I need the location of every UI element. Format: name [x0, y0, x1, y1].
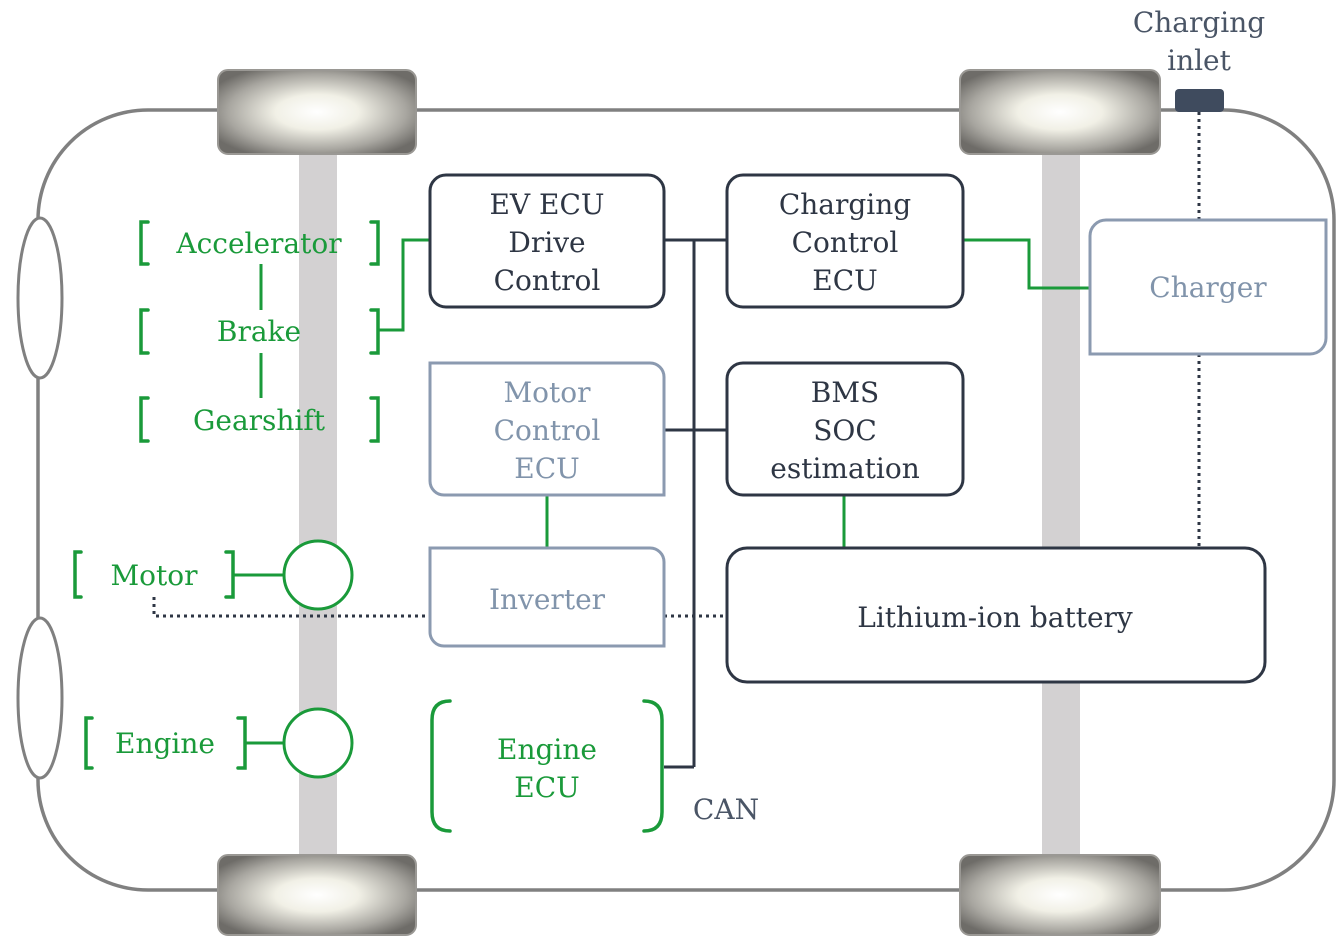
motor-circle: [282, 539, 354, 611]
brake-label: Brake: [217, 315, 301, 348]
inverter-label: Inverter: [489, 583, 606, 616]
motor-ecu-box: [428, 361, 666, 497]
car-body-outline: [36, 108, 1336, 892]
bms-line-3: estimation: [770, 452, 920, 485]
green-connections: [233, 238, 1090, 745]
ev-ecu-line-3: Control: [494, 264, 601, 297]
tire-rear-right: [959, 854, 1161, 936]
bracket-motor: [73, 550, 235, 599]
gearshift-label: Gearshift: [193, 404, 326, 437]
motor-ecu-line-2: Control: [494, 414, 601, 447]
accelerator-label: Accelerator: [175, 227, 342, 260]
tire-front-right: [959, 69, 1161, 155]
motor-label: Motor: [110, 559, 198, 592]
tire-rear-left: [217, 854, 417, 936]
bms-box: [725, 361, 965, 497]
charging-ecu-box: [725, 173, 965, 309]
engine-label: Engine: [115, 727, 215, 760]
engine-ecu-line-1: Engine: [497, 733, 597, 766]
engine-circle: [282, 707, 354, 779]
can-label: CAN: [693, 793, 759, 826]
engine-ecu-line-2: ECU: [514, 771, 579, 804]
left-mirror-upper: [16, 216, 64, 380]
ev-ecu-line-1: EV ECU: [489, 188, 604, 221]
motor-ecu-line-3: ECU: [514, 452, 579, 485]
charger-label: Charger: [1149, 271, 1267, 304]
charging-inlet-line-2: inlet: [1167, 44, 1232, 77]
ev-ecu-box: [428, 173, 666, 309]
charging-ecu-line-1: Charging: [779, 188, 911, 221]
ev-ecu-line-2: Drive: [508, 226, 585, 259]
battery-label: Lithium-ion battery: [857, 601, 1133, 634]
charging-inlet-plug: [1175, 89, 1224, 112]
can-bus: [664, 238, 727, 769]
charging-ecu-line-2: Control: [792, 226, 899, 259]
bms-line-1: BMS: [811, 376, 879, 409]
inverter-box: [428, 546, 666, 648]
bracket-gearshift: [139, 396, 380, 443]
bracket-brake: [139, 308, 380, 355]
charging-inlet-line-1: Charging: [1133, 6, 1265, 39]
right-axle: [1042, 150, 1080, 860]
charger-box: [1088, 218, 1328, 356]
bracket-accelerator: [139, 220, 380, 266]
bracket-engine: [84, 716, 247, 770]
charging-ecu-line-3: ECU: [812, 264, 877, 297]
tire-front-left: [217, 69, 417, 155]
motor-ecu-line-1: Motor: [503, 376, 591, 409]
battery-box: [725, 546, 1267, 684]
bms-line-2: SOC: [813, 414, 877, 447]
left-mirror-lower: [16, 616, 64, 780]
bracket-engine-ecu: [430, 699, 664, 833]
power-lines: [152, 112, 1201, 618]
